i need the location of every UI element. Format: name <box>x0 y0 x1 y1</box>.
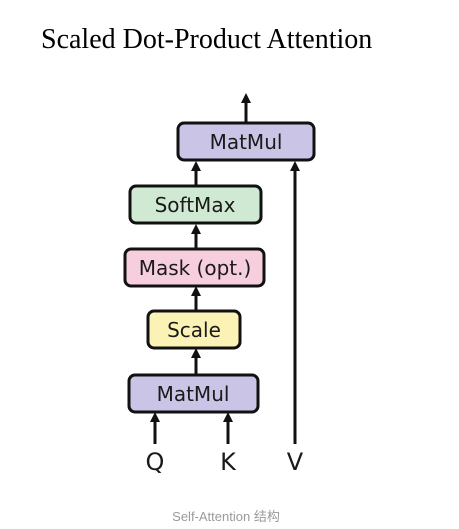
block-softmax-box <box>128 184 263 225</box>
input-q-label: Q <box>146 448 165 476</box>
block-mask-box <box>123 247 266 288</box>
figure-caption: Self-Attention 结构 <box>172 509 280 524</box>
arrows <box>150 93 300 444</box>
block-matmul-bottom: MatMul <box>127 373 260 414</box>
block-matmul-top-box <box>176 121 316 162</box>
input-v-label: V <box>287 448 304 476</box>
block-matmul-top: MatMul <box>176 121 316 162</box>
block-matmul-bottom-box <box>127 373 260 414</box>
block-mask-label: Mask (opt.) <box>139 256 252 280</box>
block-scale: Scale <box>146 309 242 350</box>
input-k-label: K <box>220 448 237 476</box>
block-matmul-top-label: MatMul <box>210 130 283 154</box>
block-matmul-bottom-label: MatMul <box>157 382 230 406</box>
block-scale-box <box>146 309 242 350</box>
block-softmax: SoftMax <box>128 184 263 225</box>
block-scale-label: Scale <box>167 318 221 342</box>
diagram-title: Scaled Dot-Product Attention <box>41 24 372 55</box>
block-softmax-label: SoftMax <box>155 193 236 217</box>
block-mask: Mask (opt.) <box>123 247 266 288</box>
